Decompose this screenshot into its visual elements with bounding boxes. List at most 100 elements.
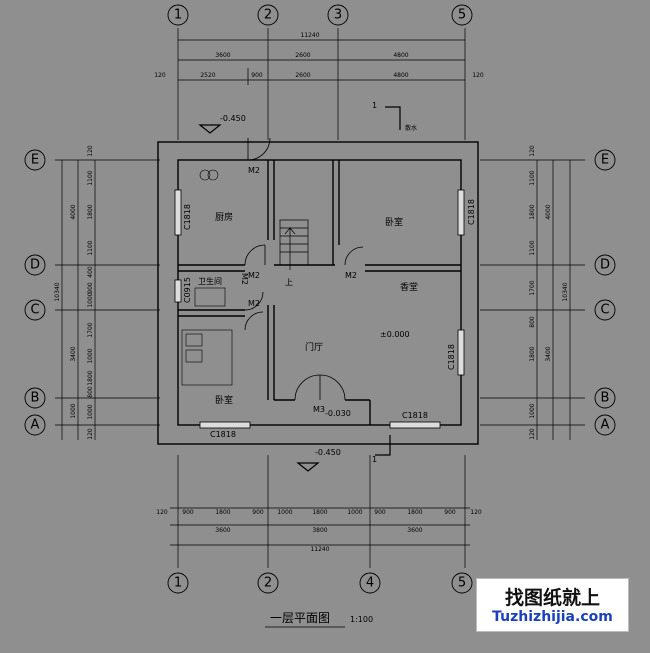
dim-bot-r1-6: 900 xyxy=(374,509,386,516)
axis-bottom-2: 2 xyxy=(264,576,272,591)
door-bath-side: M2 xyxy=(240,273,249,285)
dim-left-inner-5: 1000 xyxy=(87,348,94,363)
axis-top-1: 1 xyxy=(174,8,182,23)
dim-right-inner-2: 1100 xyxy=(529,240,536,255)
dim-top-r3-1: 900 xyxy=(251,72,263,79)
dim-right-inner-6: 1000 xyxy=(529,403,536,418)
window-kitchen: C1818 xyxy=(183,204,192,230)
dim-top-r2-1: 2600 xyxy=(295,52,310,59)
window-right-upper: C1818 xyxy=(467,199,476,225)
door-entry: M3 xyxy=(313,405,325,414)
dim-top-r2-2: 4800 xyxy=(393,52,408,59)
watermark-text-en: Tuzhizhijia.com xyxy=(492,609,613,625)
level-outdoor-bottom: -0.450 xyxy=(315,448,341,457)
dim-left-inner-0: 1100 xyxy=(87,170,94,185)
dim-left-inner-1: 1800 xyxy=(87,204,94,219)
axis-left-d: D xyxy=(30,258,40,273)
stairs-up-label: 上 xyxy=(285,278,293,287)
dim-right-inner-1: 1800 xyxy=(529,204,536,219)
dim-top-r3-3: 4800 xyxy=(393,72,408,79)
door-right-bedroom: M2 xyxy=(345,271,357,280)
axis-left-b: B xyxy=(31,391,40,406)
dim-left-outer-1: 3400 xyxy=(70,346,77,361)
axis-left-c: C xyxy=(30,303,39,318)
dim-right-outer-1: 3400 xyxy=(545,346,552,361)
room-bedroom-right: 卧室 xyxy=(385,216,403,228)
window-bottom-right: C1818 xyxy=(402,411,428,420)
axis-bottom-5: 5 xyxy=(458,576,466,591)
door-kitchen: M2 xyxy=(248,166,260,175)
plan-title: 一层平面图 xyxy=(270,611,330,625)
axis-right-e: E xyxy=(601,153,609,168)
apron-note: 散水 xyxy=(405,124,417,132)
door-bedroom: M2 xyxy=(248,299,260,308)
dim-bot-r1-8: 900 xyxy=(444,509,456,516)
dim-bot-r1-2: 900 xyxy=(252,509,264,516)
window-bottom-left: C1818 xyxy=(210,430,236,439)
dim-right-inner-5: 1800 xyxy=(529,346,536,361)
axis-top-2: 2 xyxy=(264,8,272,23)
dim-right-edge-top: 120 xyxy=(529,145,536,157)
dim-bot-r1-1: 1800 xyxy=(215,509,230,516)
section-mark-top: 1 xyxy=(372,101,377,110)
dim-right-edge-bottom: 120 xyxy=(529,428,536,440)
dim-top-edge-left: 120 xyxy=(154,72,166,79)
dim-right-inner-3: 1700 xyxy=(529,280,536,295)
room-bedroom-left: 卧室 xyxy=(215,394,233,406)
window-bath: C0915 xyxy=(183,277,192,303)
axis-bottom-1: 1 xyxy=(174,576,182,591)
dim-left-inner-2: 1100 xyxy=(87,240,94,255)
axis-bottom-4: 4 xyxy=(366,576,374,591)
dim-right-overall: 10340 xyxy=(562,282,569,301)
axis-left-a: A xyxy=(31,418,40,433)
axis-right-b: B xyxy=(601,391,610,406)
dim-left-inner-7: 800 xyxy=(87,386,94,398)
level-outdoor-top: -0.450 xyxy=(220,114,246,123)
dim-left-small-2: 120 xyxy=(87,145,94,157)
dim-bot-r2-1: 3800 xyxy=(312,527,327,534)
room-kitchen: 厨房 xyxy=(215,211,233,223)
section-mark-bottom: 1 xyxy=(372,455,377,464)
dim-left-small-1: 900 xyxy=(87,282,94,294)
dim-left-small-0: 400 xyxy=(87,266,94,278)
dim-top-r3-0: 2520 xyxy=(200,72,215,79)
axis-top-5: 5 xyxy=(458,8,466,23)
dim-bot-r1-4: 1800 xyxy=(312,509,327,516)
dim-bot-r1-5: 1000 xyxy=(347,509,362,516)
axis-right-d: D xyxy=(600,258,610,273)
dim-left-small-3: 120 xyxy=(87,428,94,440)
dim-bot-overall: 11240 xyxy=(310,546,329,553)
dim-left-inner-6: 1800 xyxy=(87,370,94,385)
dim-right-inner-4: 800 xyxy=(529,316,536,328)
watermark-badge: 找图纸就上 Tuzhizhijia.com xyxy=(476,578,629,632)
axis-top-3: 3 xyxy=(334,8,342,23)
room-shrine: 香堂 xyxy=(400,281,418,293)
dim-bot-r2-2: 3600 xyxy=(407,527,422,534)
dim-top-edge-right: 120 xyxy=(472,72,484,79)
dim-top-r2-0: 3600 xyxy=(215,52,230,59)
dim-bot-r1-0: 900 xyxy=(182,509,194,516)
dim-top-overall: 11240 xyxy=(300,32,319,39)
dim-left-outer-2: 1000 xyxy=(70,403,77,418)
axis-right-a: A xyxy=(601,418,610,433)
watermark-text-cn: 找图纸就上 xyxy=(504,587,600,609)
dim-left-inner-8: 1000 xyxy=(87,404,94,419)
door-bath-top: M2 xyxy=(248,271,260,280)
dim-right-inner-0: 1100 xyxy=(529,170,536,185)
dim-left-outer-0: 4000 xyxy=(70,204,77,219)
dim-left-inner-3: 1000 xyxy=(87,292,94,307)
dim-bot-edge-left: 120 xyxy=(156,509,168,516)
dim-left-overall: 10340 xyxy=(54,282,61,301)
plan-scale: 1:100 xyxy=(350,615,373,624)
room-hall: 门厅 xyxy=(305,341,323,353)
window-right-lower: C1818 xyxy=(447,344,456,370)
dim-bot-r2-0: 3600 xyxy=(215,527,230,534)
room-bathroom: 卫生间 xyxy=(198,276,222,286)
dim-right-outer-0: 4000 xyxy=(545,204,552,219)
dim-bot-r1-7: 1800 xyxy=(407,509,422,516)
dim-bot-edge-right: 120 xyxy=(470,509,482,516)
level-entry: -0.030 xyxy=(325,409,351,418)
axis-right-c: C xyxy=(600,303,609,318)
axis-left-e: E xyxy=(31,153,39,168)
